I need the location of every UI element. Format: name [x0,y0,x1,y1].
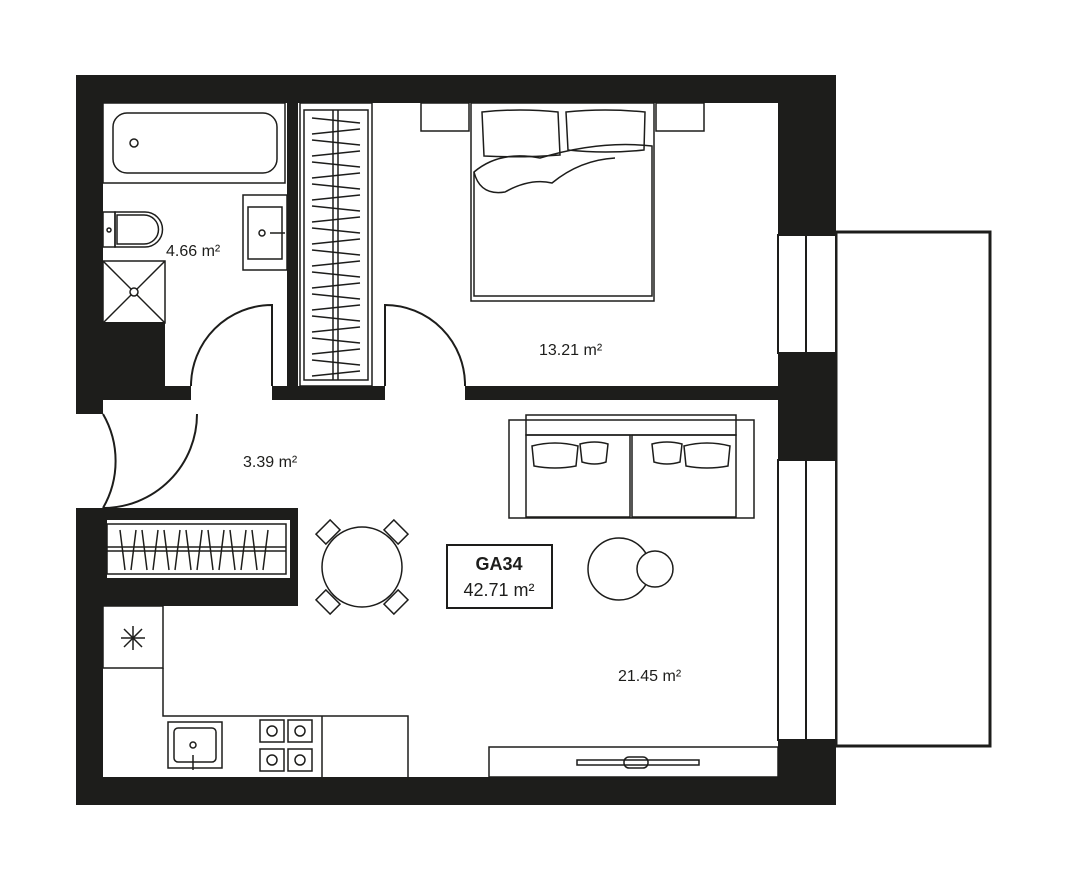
hanger [311,315,361,322]
hanger [311,161,361,168]
hanger [130,529,137,571]
hanger [311,249,361,256]
hanger [141,529,148,571]
washbasin-bathroom [242,194,288,271]
hanger [311,139,361,146]
shower-tray [102,260,166,324]
door-bathroom [190,303,273,387]
hanger [311,348,361,355]
unit-total-area: 42.71 m² [463,580,534,600]
room-area-bedroom: 13.21 m² [539,342,603,359]
toilet [102,211,164,248]
hanger [311,337,361,344]
hanger [262,529,269,571]
stove [259,719,313,772]
hanger [207,529,214,571]
hanger [229,529,236,571]
room-area-hall: 3.39 m² [243,454,298,471]
wardrobe-hall [106,523,287,575]
bathtub [102,102,286,184]
walls [76,75,836,805]
hanger [311,128,361,135]
fridge-icon [121,626,145,650]
hanger [311,326,361,333]
unit-label: GA34 42.71 m² [446,544,553,609]
hanger [311,216,361,223]
hanger [311,150,361,157]
hanger [185,529,192,571]
tv-unit [488,746,779,778]
bed [420,102,705,302]
room-area-bathroom: 4.66 m² [166,243,221,260]
hanger [311,370,361,377]
hanger [163,529,170,571]
hanger [311,183,361,190]
hanger [311,282,361,289]
hanger [311,271,361,278]
hanger [218,529,225,571]
hanger [311,194,361,201]
room-area-living: 21.45 m² [618,668,682,685]
door-entrance-arc [102,413,198,509]
unit-code: GA34 [475,554,522,574]
window-living [777,459,837,741]
hanger [311,172,361,179]
hanger [311,293,361,300]
dining-table [314,518,410,616]
hanger [251,529,258,571]
hanger [311,205,361,212]
hanger [196,529,203,571]
wardrobe-bedroom [299,102,373,387]
sofa [508,414,755,519]
hanger [311,260,361,267]
hanger [240,529,247,571]
balcony [834,230,992,748]
coffee-table [587,537,674,601]
hanger [119,529,126,571]
hanger [311,304,361,311]
window-bedroom [777,234,837,354]
hanger [311,238,361,245]
hanger [174,529,181,571]
hanger [152,529,159,571]
hanger [311,359,361,366]
hanger [311,117,361,124]
hanger [311,227,361,234]
door-bedroom [384,303,467,387]
kitchen-counter [102,605,409,777]
door-entrance [102,413,117,509]
